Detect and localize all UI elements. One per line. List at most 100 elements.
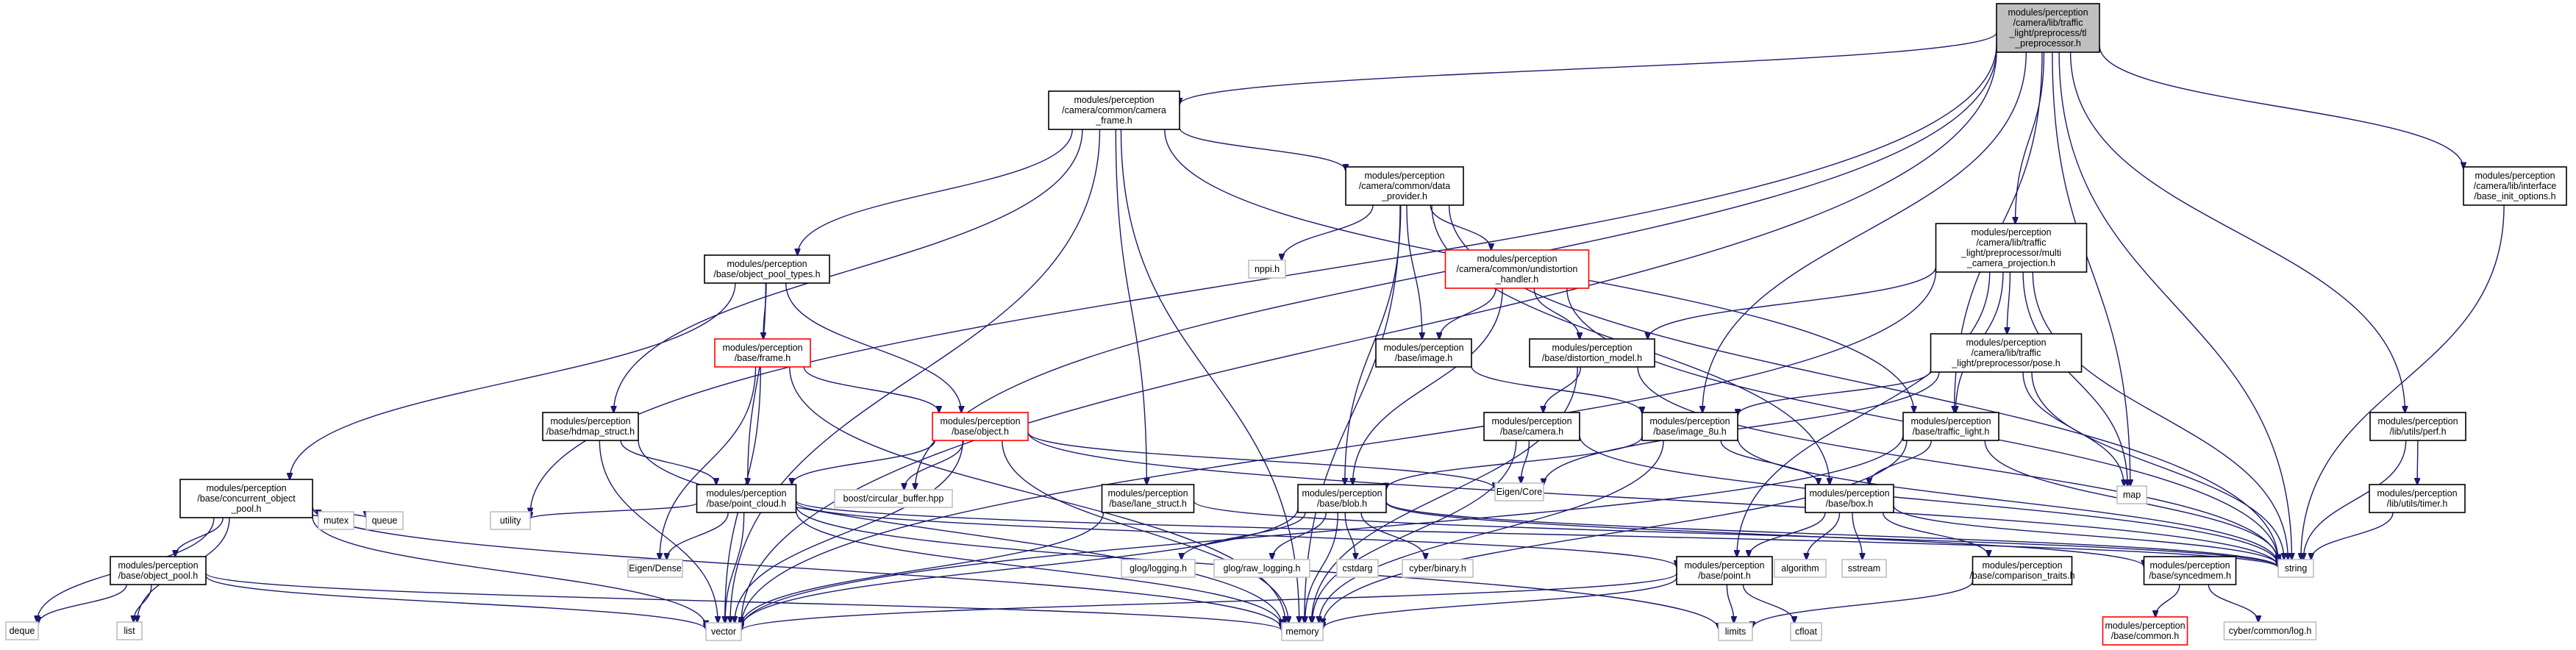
node-label-line: mutex [324, 515, 349, 526]
edge-undistortion-to-blob [1353, 288, 1503, 485]
node-vector[interactable]: vector [705, 622, 742, 641]
node-object[interactable]: modules/perception/base/object.h [932, 412, 1029, 441]
node-point[interactable]: modules/perception/base/point.h [1676, 556, 1773, 585]
node-comparison[interactable]: modules/perception/base/comparison_trait… [1969, 556, 2075, 585]
node-box [179, 479, 313, 518]
node-undistortion[interactable]: modules/perception/camera/common/undisto… [1444, 249, 1590, 289]
node-box [1774, 559, 1827, 578]
node-data_provider[interactable]: modules/perception/camera/common/data_pr… [1345, 166, 1464, 206]
node-box [116, 621, 143, 640]
node-cyber_log[interactable]: cyber/common/log.h [2223, 621, 2317, 640]
node-box [834, 489, 953, 508]
node-frame[interactable]: modules/perception/base/frame.h [714, 338, 811, 368]
node-box [1935, 223, 2088, 273]
node-label-line: modules/perception [550, 416, 630, 426]
node-label-line: /base/object_pool.h [118, 571, 198, 581]
edge-image_8u-to-memory [1319, 440, 1664, 623]
edge-object-to-string [1027, 431, 2278, 566]
edge-hdmap-to-point_cloud [620, 440, 716, 485]
node-eigen_core[interactable]: Eigen/Core [1494, 482, 1544, 501]
node-multi_cam[interactable]: modules/perception/camera/lib/traffic_li… [1935, 223, 2088, 273]
edge-object_pool_types-to-point_cloud [748, 282, 766, 485]
node-blob[interactable]: modules/perception/base/blob.h [1297, 484, 1387, 513]
node-memory[interactable]: memory [1281, 622, 1324, 641]
node-map[interactable]: map [2116, 485, 2147, 504]
node-label-line: glog/raw_logging.h [1224, 563, 1301, 574]
node-label-line: utility [500, 515, 521, 526]
node-string[interactable]: string [2277, 559, 2314, 578]
node-boost_cb[interactable]: boost/circular_buffer.hpp [834, 489, 953, 508]
edge-traffic_light-to-vector [741, 434, 1904, 629]
node-label-line: /base/distortion_model.h [1542, 353, 1642, 363]
edge-data_provider-to-image [1406, 204, 1422, 339]
edge-box-to-string [1893, 505, 2278, 565]
node-box [2223, 621, 2317, 640]
edge-point-to-limits [1726, 584, 1733, 623]
node-sstream[interactable]: sstream [1841, 559, 1887, 578]
node-label-line: modules/perception [2377, 488, 2457, 499]
node-box [932, 412, 1029, 441]
node-box[interactable]: modules/perception/base/box.h [1805, 484, 1894, 513]
node-glog[interactable]: glog/logging.h [1121, 559, 1196, 578]
edge-blob-to-cyber_binary [1360, 512, 1426, 560]
node-mutex[interactable]: mutex [318, 511, 354, 530]
node-traffic_light[interactable]: modules/perception/base/traffic_light.h [1902, 412, 1999, 441]
edge-object-to-boost_cb [904, 440, 964, 490]
node-label-line: /base/box.h [1826, 499, 1874, 509]
node-box [1930, 333, 2083, 373]
node-glog_raw[interactable]: glog/raw_logging.h [1213, 559, 1310, 578]
edge-perf-to-string [2303, 440, 2407, 560]
node-label-line: _preprocessor.h [2014, 38, 2081, 49]
node-cyber_binary[interactable]: cyber/binary.h [1402, 559, 1474, 578]
node-algorithm[interactable]: algorithm [1774, 559, 1827, 578]
node-label-line: /base_init_options.h [2474, 191, 2555, 201]
node-syncedmem[interactable]: modules/perception/base/syncedmem.h [2143, 556, 2237, 585]
node-box [365, 511, 404, 530]
node-base_init[interactable]: modules/perception/camera/lib/interface/… [2463, 166, 2567, 206]
node-box [2463, 166, 2567, 206]
node-hdmap[interactable]: modules/perception/base/hdmap_struct.h [542, 412, 639, 441]
node-object_pool[interactable]: modules/perception/base/object_pool.h [110, 556, 207, 585]
node-timer[interactable]: modules/perception/lib/utils/timer.h [2369, 484, 2466, 513]
node-eigen_dense[interactable]: Eigen/Dense [627, 559, 683, 578]
edge-concurrent-to-mutex [312, 515, 318, 516]
node-common[interactable]: modules/perception/base/common.h [2102, 616, 2188, 646]
node-concurrent[interactable]: modules/perception/base/concurrent_objec… [179, 479, 313, 518]
node-image_8u[interactable]: modules/perception/base/image_8u.h [1641, 412, 1738, 441]
node-label-line: /base/camera.h [1500, 426, 1563, 437]
node-box [1444, 249, 1590, 289]
node-root[interactable]: modules/perception/camera/lib/traffic_li… [1996, 3, 2100, 53]
node-box [1336, 559, 1379, 578]
node-box [2143, 556, 2237, 585]
node-label-line: list [124, 626, 135, 636]
node-label-line: modules/perception [1364, 171, 1444, 181]
node-deque[interactable]: deque [5, 621, 39, 640]
node-limits[interactable]: limits [1718, 622, 1753, 641]
node-label-line: algorithm [1781, 563, 1819, 574]
node-camera[interactable]: modules/perception/base/camera.h [1483, 412, 1580, 441]
node-pose[interactable]: modules/perception/camera/lib/traffic_li… [1930, 333, 2083, 373]
edge-pose-to-image_8u [1738, 370, 1932, 415]
node-label-line: modules/perception [1982, 560, 2062, 571]
node-camera_frame[interactable]: modules/perception/camera/common/camera_… [1048, 90, 1180, 130]
edge-multi_cam-to-distortion [1648, 266, 1937, 339]
node-object_pool_types[interactable]: modules/perception/base/object_pool_type… [704, 254, 830, 284]
node-box [1248, 260, 1286, 279]
node-image[interactable]: modules/perception/base/image.h [1375, 338, 1472, 368]
node-box [1213, 559, 1310, 578]
node-label-line: modules/perception [722, 343, 802, 353]
node-box [1494, 482, 1544, 501]
node-utility[interactable]: utility [490, 511, 531, 530]
node-nppi[interactable]: nppi.h [1248, 260, 1286, 279]
node-cstdarg[interactable]: cstdarg [1336, 559, 1379, 578]
node-queue[interactable]: queue [365, 511, 404, 530]
node-distortion[interactable]: modules/perception/base/distortion_model… [1529, 338, 1655, 368]
node-perf[interactable]: modules/perception/lib/utils/perf.h [2369, 412, 2466, 441]
node-list[interactable]: list [116, 621, 143, 640]
node-label-line: deque [10, 626, 35, 636]
node-cfloat[interactable]: cfloat [1790, 622, 1822, 641]
node-lane[interactable]: modules/perception/base/lane_struct.h [1101, 484, 1195, 513]
edge-blob-to-memory [1305, 512, 1338, 623]
node-point_cloud[interactable]: modules/perception/base/point_cloud.h [696, 484, 797, 513]
nodes-layer: modules/perception/camera/lib/traffic_li… [5, 3, 2567, 646]
